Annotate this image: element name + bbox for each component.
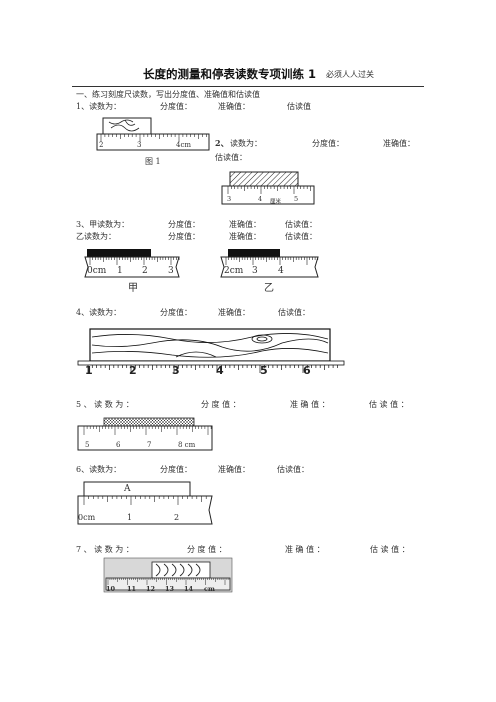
q5-estimate-label: 估 读 值 ： — [369, 400, 409, 409]
q5-tick-8cm: 8 cm — [178, 441, 196, 449]
q2-unit: 厘米 — [270, 199, 282, 205]
q1-ruler — [96, 133, 210, 151]
q5-tick-5: 5 — [85, 441, 90, 449]
q4-division-label: 分度值： — [160, 308, 192, 317]
q3-jia-accurate-label: 准确值： — [229, 220, 261, 229]
q6-read-label: 6、读数为： — [76, 465, 122, 474]
q3-yi-tick-4: 4 — [278, 266, 284, 276]
q2-number: 2、 — [215, 138, 229, 148]
q6-block-a — [83, 481, 191, 497]
q4-tick-1: 1 — [85, 364, 93, 377]
q3-jia-label: 甲 — [128, 283, 138, 294]
q2-ruler-figure — [221, 171, 315, 205]
q3-jia-ruler-figure — [84, 249, 180, 278]
q6-tick-1: 1 — [127, 513, 133, 522]
q3-yi-label: 乙 — [264, 283, 274, 294]
q2-estimate-label: 估读值： — [215, 153, 247, 162]
q1-estimate-label: 估读值 — [287, 102, 311, 111]
q1-ruler-figure — [96, 117, 210, 151]
q5-ruler — [77, 425, 213, 451]
q3-jia-division-label: 分度值： — [168, 220, 200, 229]
q4-tick-3: 3 — [172, 364, 180, 377]
q3-jia-tick-1: 1 — [117, 266, 123, 276]
q6-tick-2: 2 — [174, 513, 180, 522]
q5-measured-object — [103, 417, 195, 427]
page-note: 必须人人过关 — [326, 70, 374, 79]
q7-division-label: 分 度 值 ： — [187, 545, 227, 554]
q6-tick-0cm: 0cm — [78, 513, 96, 522]
q6-estimate-label: 估读值： — [277, 465, 309, 474]
q1-tick-3: 3 — [137, 141, 142, 149]
q4-estimate-label: 估读值： — [278, 308, 310, 317]
q7-tick-unit: cm — [204, 585, 215, 593]
q7-accurate-label: 准 确 值 ： — [285, 545, 325, 554]
q3-yi-ruler-figure — [220, 249, 319, 278]
q2-tick-3: 3 — [227, 195, 232, 203]
q4-ruler-figure — [77, 328, 345, 373]
q4-tick-2: 2 — [129, 364, 137, 377]
q3-jia-tick-3: 3 — [168, 266, 174, 276]
q3-yi-read-label: 乙读数为： — [76, 232, 116, 241]
q6-ruler — [77, 495, 213, 525]
q4-accurate-label: 准确值： — [218, 308, 250, 317]
q7-estimate-label: 估 读 值 ： — [370, 545, 410, 554]
q3-yi-tick-3: 3 — [252, 266, 258, 276]
q5-tick-7: 7 — [147, 441, 152, 449]
q5-ruler-figure — [77, 417, 213, 451]
page-title: 长度的测量和停表读数专项训练 1 — [143, 67, 317, 81]
q2-tick-5: 5 — [294, 195, 299, 203]
q7-tick-10: 10 — [106, 585, 116, 593]
q3-jia-bar — [87, 249, 151, 257]
q5-tick-6: 6 — [116, 441, 121, 449]
q5-division-label: 分 度 值 ： — [201, 400, 241, 409]
q3-yi-estimate-label: 估读值： — [285, 232, 317, 241]
q3-jia-tick-0cm: 0cm — [87, 266, 107, 276]
q2-division-label: 分度值： — [312, 139, 344, 148]
q3-jia-tick-2: 2 — [142, 266, 148, 276]
q6-accurate-label: 准确值： — [218, 465, 250, 474]
q4-tick-5: 5 — [260, 364, 268, 377]
q7-tick-13: 13 — [165, 585, 175, 593]
q1-tick-2: 2 — [99, 141, 104, 149]
q7-tick-11: 11 — [127, 585, 137, 593]
q2-accurate-label: 准确值： — [383, 139, 415, 148]
q3-jia-read-label: 3、甲读数为： — [76, 220, 130, 229]
q2-measured-object — [229, 171, 299, 187]
q7-read-label: 7 、 读 数 为 ： — [76, 545, 134, 554]
q1-caption: 图 1 — [145, 157, 161, 166]
q6-ruler-figure — [77, 481, 213, 525]
q5-read-label: 5 、 读 数 为 ： — [76, 400, 134, 409]
q7-tick-14: 14 — [184, 585, 194, 593]
q3-yi-tick-2cm: 2cm — [224, 266, 244, 276]
q2-tick-4: 4 — [258, 195, 263, 203]
q4-tick-4: 4 — [216, 364, 224, 377]
header-rule — [72, 86, 424, 87]
section-intro: 一、练习刻度尺读数，写出分度值、准确值和估读值 — [76, 90, 260, 99]
q4-tick-6: 6 — [303, 364, 311, 377]
q4-read-label: 4、读数为： — [76, 308, 122, 317]
q5-accurate-label: 准 确 值 ： — [290, 400, 330, 409]
q3-jia-estimate-label: 估读值： — [285, 220, 317, 229]
q1-accurate-label: 准确值： — [218, 102, 250, 111]
q3-yi-division-label: 分度值： — [168, 232, 200, 241]
q6-division-label: 分度值： — [160, 465, 192, 474]
q7-ruler-figure — [103, 557, 233, 593]
q7-tick-12: 12 — [146, 585, 156, 593]
q1-division-label: 分度值： — [160, 102, 192, 111]
q3-yi-bar — [228, 249, 280, 257]
q4-ruler — [77, 360, 345, 366]
q3-yi-accurate-label: 准确值： — [229, 232, 261, 241]
q6-block-label: A — [124, 484, 131, 494]
q2-read-label: 读数为： — [230, 139, 262, 148]
q2-ruler — [221, 185, 315, 205]
q1-read-label: 1、读数为： — [76, 102, 122, 111]
q1-tick-4cm: 4cm — [176, 141, 192, 149]
